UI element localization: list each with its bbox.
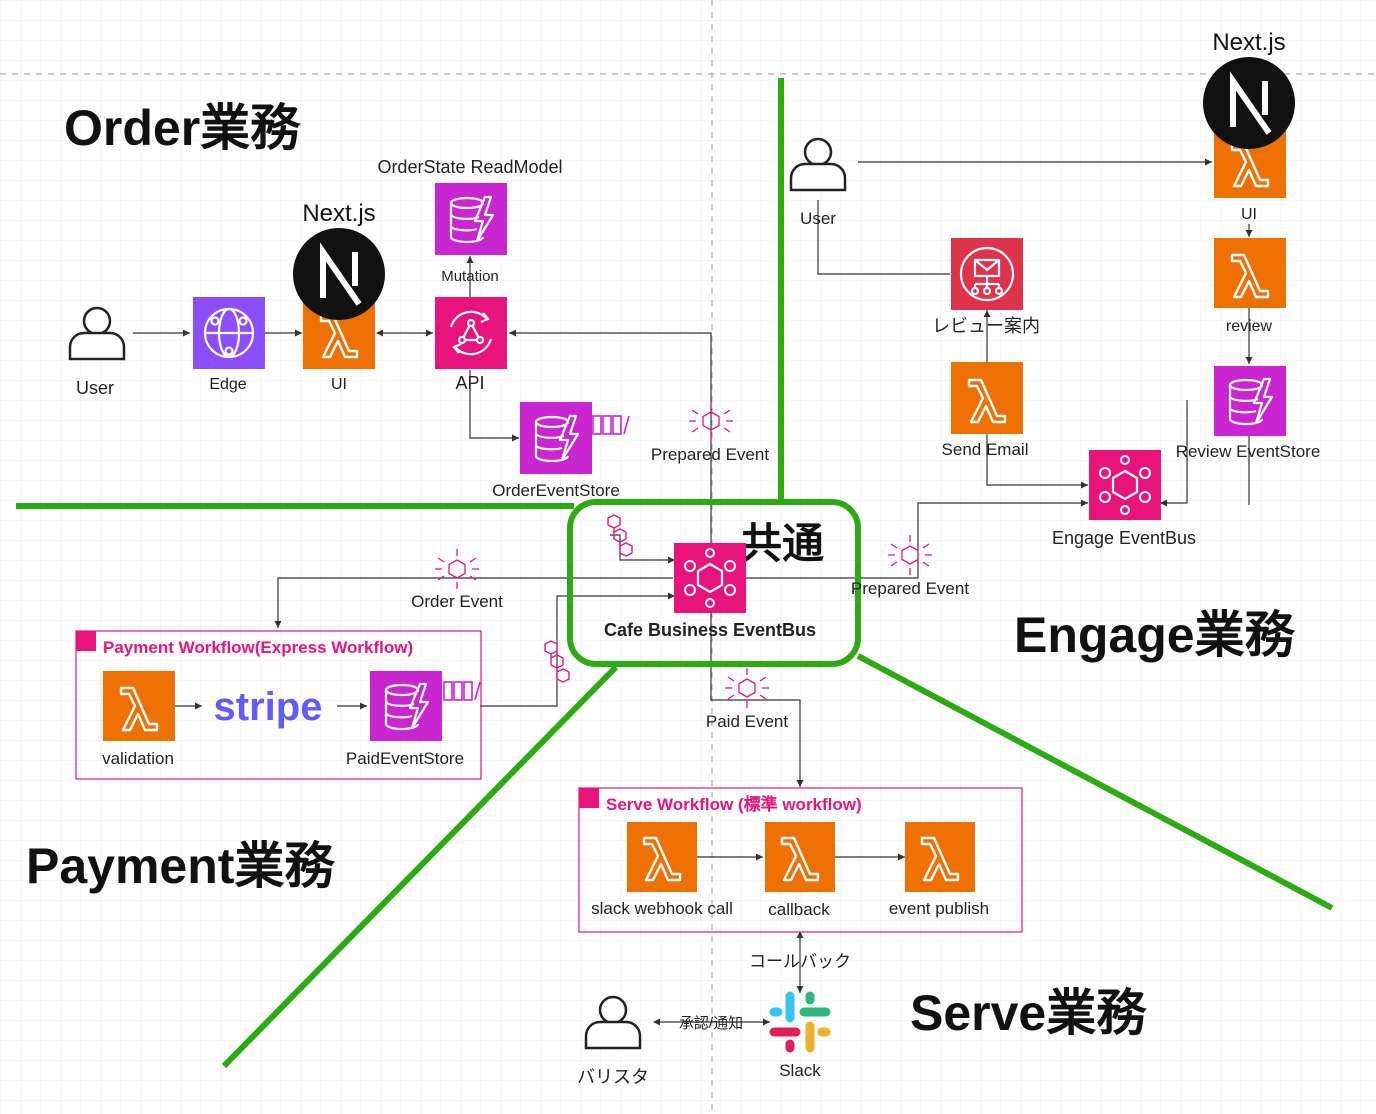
order-edge-label: Edge	[209, 376, 246, 393]
serve-workflow-title: Serve Workflow (標準 workflow)	[606, 794, 862, 814]
serve-workflow-box	[578, 787, 1023, 933]
slack-logo-icon	[769, 991, 831, 1053]
event-publish-label: event publish	[889, 899, 989, 918]
engage-prepared-event-label: Prepared Event	[851, 579, 969, 598]
callback-lambda-icon	[765, 822, 835, 892]
order-user-label: User	[76, 378, 114, 398]
payment-workflow-title: Payment Workflow(Express Workflow)	[103, 638, 413, 657]
callback-label: callback	[768, 900, 830, 919]
order-nextjs-icon	[293, 228, 385, 320]
payment-workflow-stepfunctions-icon	[76, 631, 96, 651]
review-eventstore-label: Review EventStore	[1176, 442, 1321, 461]
common-region-box	[567, 499, 861, 667]
paid-event-label: Paid Event	[706, 712, 788, 731]
region-title-order: Order業務	[64, 100, 301, 156]
appsync-api-icon	[435, 297, 507, 369]
region-title-engage: Engage業務	[1014, 607, 1296, 663]
order-eventstore-label: OrderEventStore	[492, 481, 620, 500]
engage-nextjs-label: Next.js	[1212, 29, 1285, 56]
serve-workflow-stepfunctions-icon	[579, 788, 599, 808]
order-api-label: API	[455, 373, 484, 393]
review-label: review	[1226, 318, 1273, 335]
event-publish-lambda-icon	[905, 822, 975, 892]
callback-connector-label: コールバック	[749, 952, 851, 971]
review-lambda-icon	[1214, 238, 1286, 308]
order-nextjs-label: Next.js	[302, 200, 375, 227]
slack-label: Slack	[779, 1061, 821, 1080]
region-lines	[16, 78, 1334, 1069]
region-title-serve: Serve業務	[910, 985, 1147, 1041]
engage-ui-label: UI	[1241, 206, 1257, 223]
stripe-logo: stripe	[214, 685, 323, 729]
order-ui-label: UI	[331, 376, 347, 393]
approval-connector-label: 承認/通知	[679, 1015, 743, 1032]
engage-eventbus-icon	[1089, 450, 1161, 520]
send-email-lambda-icon	[951, 362, 1023, 434]
cafe-eventbus-label: Cafe Business EventBus	[604, 620, 816, 640]
order-readmodel-title: OrderState ReadModel	[377, 157, 562, 177]
engage-eventbus-label: Engage EventBus	[1052, 528, 1196, 548]
engage-user-label: User	[800, 209, 836, 228]
order-event-label: Order Event	[411, 592, 503, 611]
payment-workflow-box	[75, 630, 482, 780]
paid-eventstore-label: PaidEventStore	[346, 749, 464, 768]
engage-nextjs-icon	[1203, 57, 1295, 149]
order-prepared-event-label: Prepared Event	[651, 445, 769, 464]
review-guide-sns-icon	[951, 238, 1023, 310]
cafe-eventbus-icon	[674, 543, 746, 613]
send-email-label: Send Email	[942, 440, 1029, 459]
region-title-common: 共通	[740, 520, 824, 567]
validation-lambda-icon	[103, 671, 175, 741]
region-title-payment: Payment業務	[26, 838, 335, 894]
order-mutation-label: Mutation	[441, 268, 499, 285]
validation-label: validation	[102, 749, 174, 768]
review-guide-label: レビュー案内	[932, 316, 1040, 336]
slack-call-label: slack webhook call	[591, 899, 733, 918]
barista-label: バリスタ	[577, 1067, 649, 1087]
slack-call-lambda-icon	[627, 822, 697, 892]
